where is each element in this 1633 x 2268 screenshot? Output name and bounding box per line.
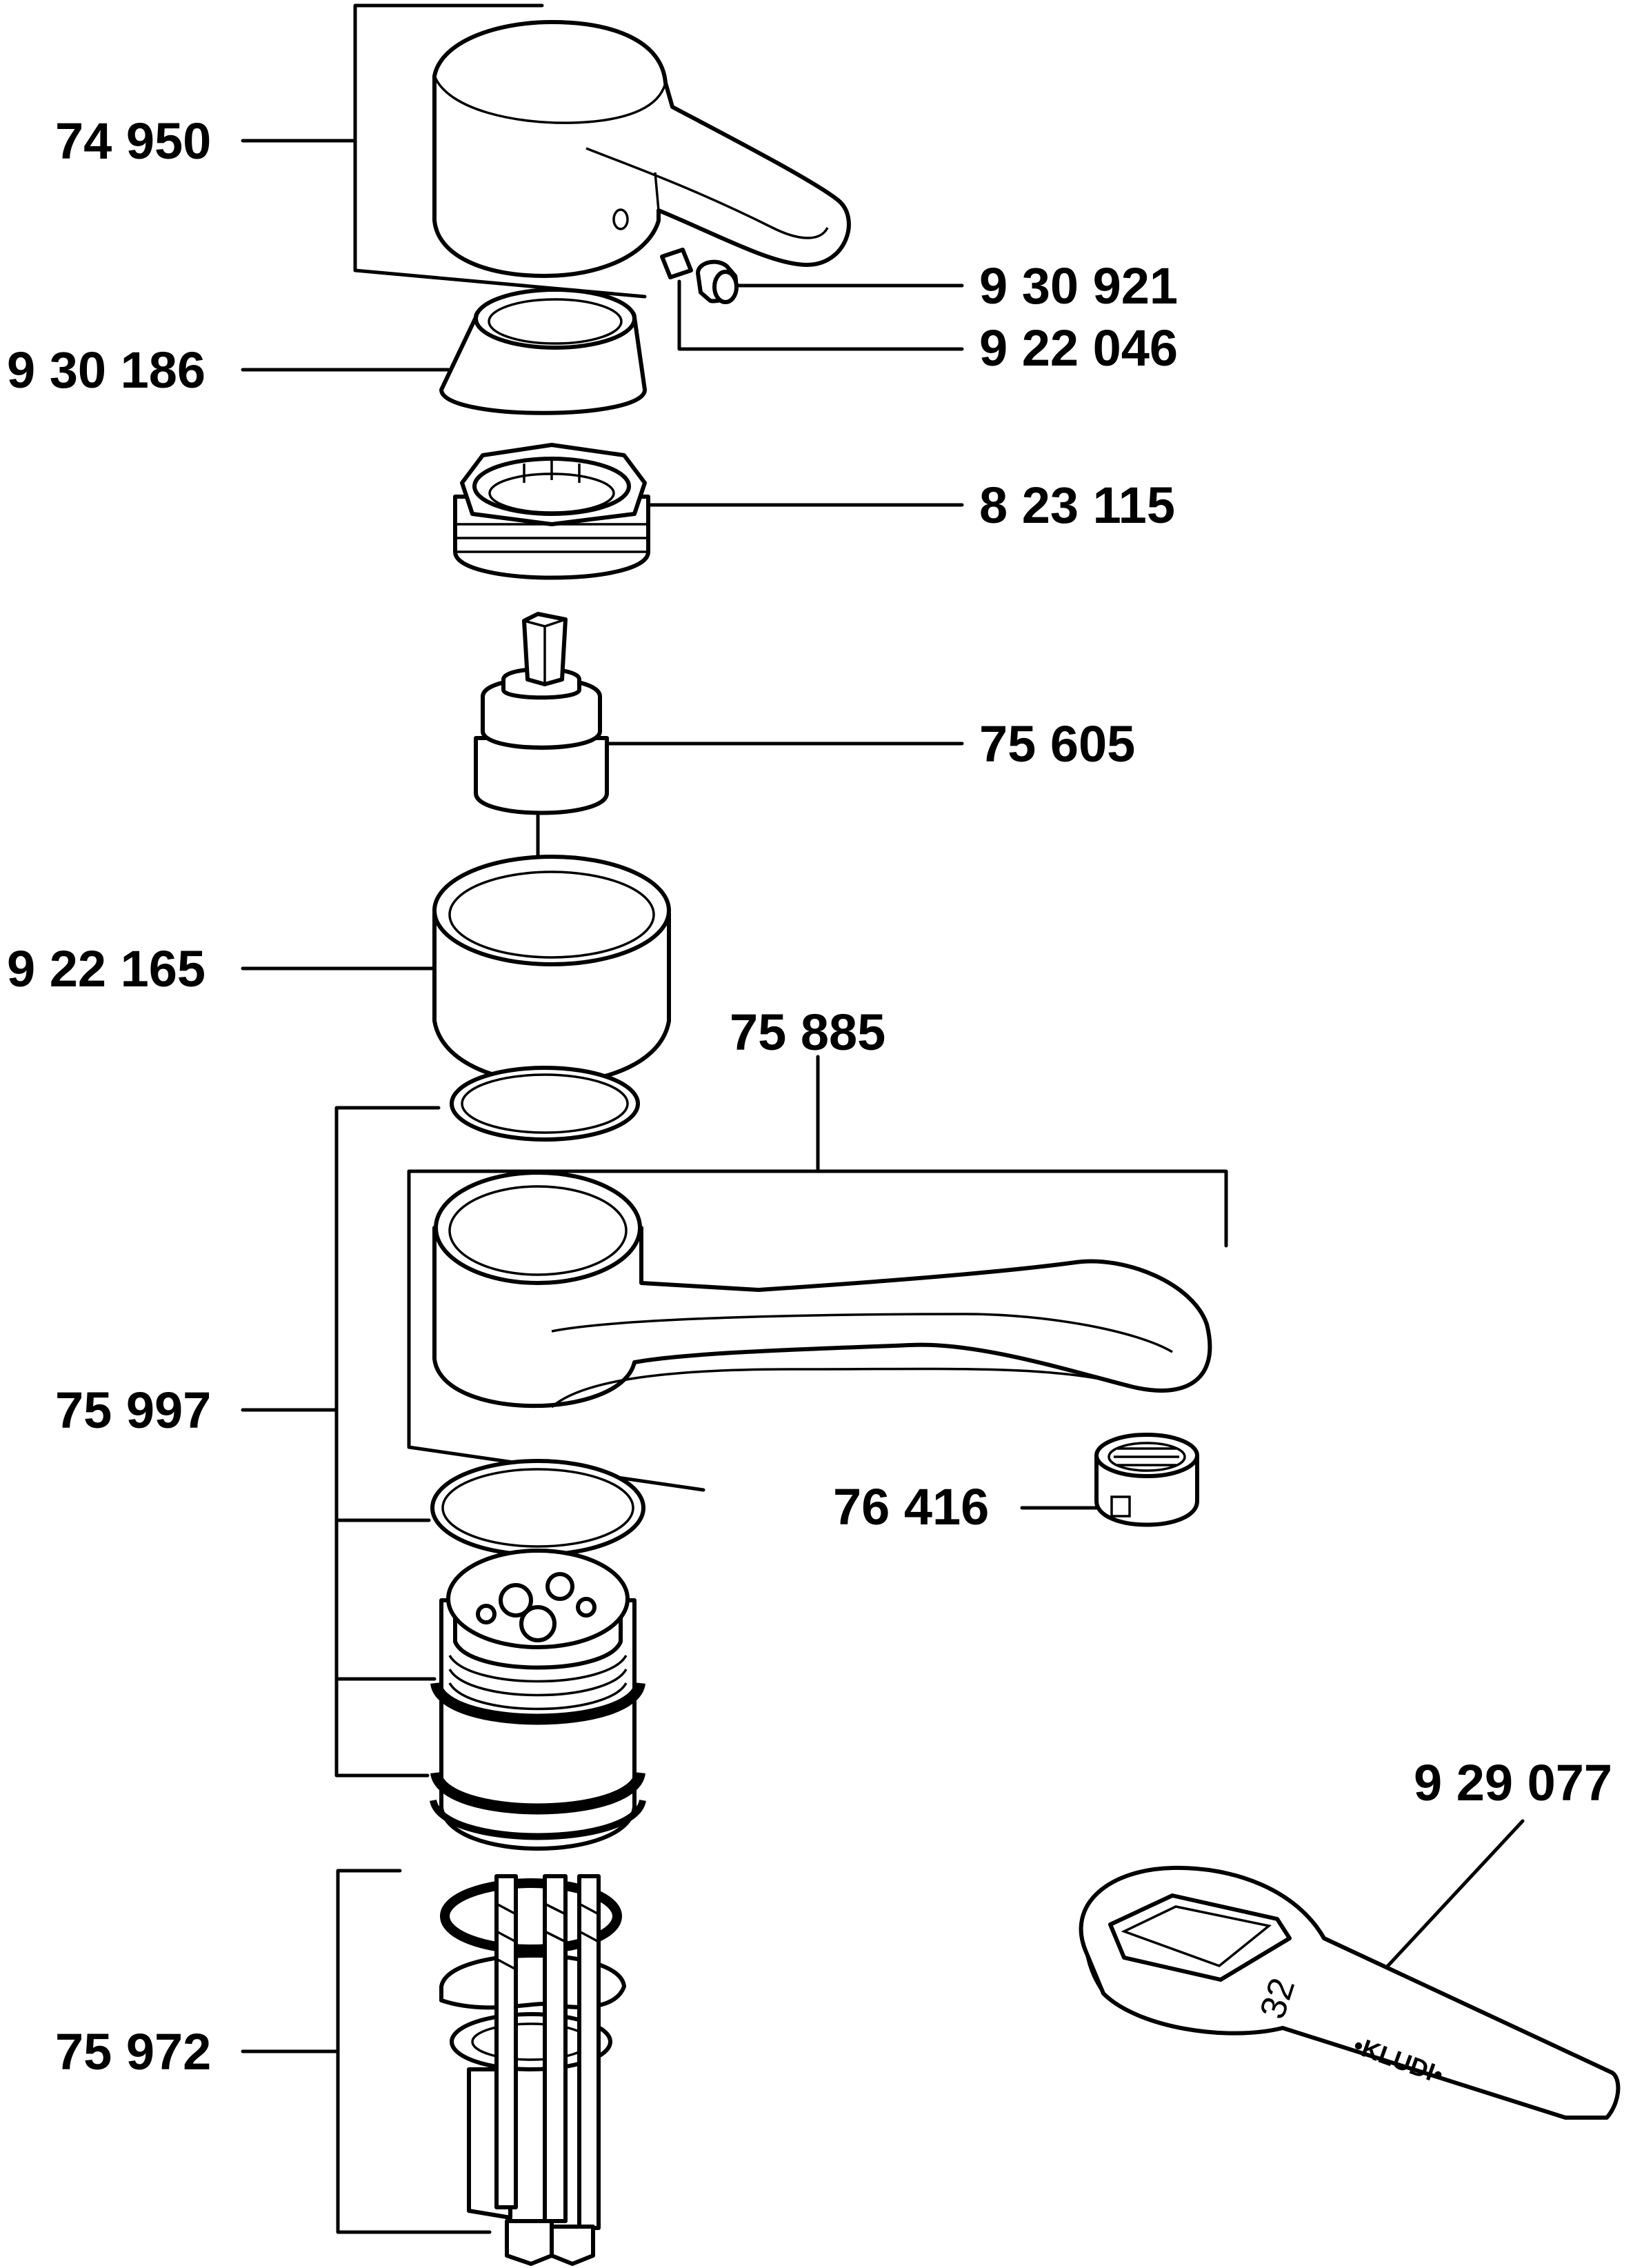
label-75972: 75 972 [55, 2023, 211, 2080]
label-76416: 76 416 [833, 1478, 989, 1535]
label-929077: 9 29 077 [1414, 1754, 1612, 1811]
part-aerator [1094, 1433, 1199, 1527]
part-grub-screw-and-cap [660, 248, 739, 304]
part-labels: 74 950 9 30 921 9 22 046 9 30 186 8 23 1… [7, 112, 1612, 2080]
label-75605: 75 605 [979, 715, 1135, 773]
label-922046: 9 22 046 [979, 319, 1178, 377]
part-spout [432, 1171, 1212, 1409]
part-cartridge [474, 612, 609, 815]
label-930186: 9 30 186 [7, 341, 206, 399]
label-922165: 9 22 165 [7, 940, 206, 997]
label-75997: 75 997 [55, 1382, 211, 1439]
label-930921: 9 30 921 [979, 257, 1178, 315]
part-valve-body [430, 1459, 646, 1851]
part-threaded-nut [453, 443, 650, 580]
part-handle-lever [432, 20, 851, 278]
label-75885: 75 885 [730, 1004, 885, 1061]
label-823115: 8 23 115 [979, 477, 1175, 534]
part-sleeve [432, 855, 671, 1142]
part-connection-hoses [439, 1874, 626, 2266]
part-wrench: 32 •KLUDI• [1079, 1865, 1621, 2120]
part-rosette [439, 288, 647, 415]
label-74950: 74 950 [55, 112, 211, 170]
leader-lines [241, 3, 1525, 2234]
